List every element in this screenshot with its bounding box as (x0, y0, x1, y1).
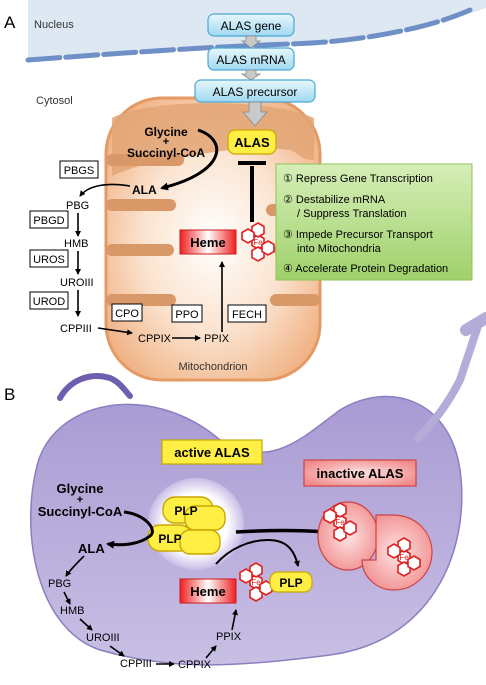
b-cppiii-label: CPPIII (120, 658, 152, 670)
uroiii-label: UROIII (60, 277, 94, 289)
cpo-box: CPO (111, 303, 143, 322)
svg-text:UROS: UROS (33, 254, 65, 266)
panel-a-label: A (4, 13, 16, 32)
mechanism-4: ④ Accelerate Protein Degradation (283, 263, 448, 275)
glycine-label: Glycine (144, 125, 188, 139)
b-plp-released: PLP (269, 571, 313, 593)
b-arrow-ala-to-pbg (65, 555, 85, 577)
b-heme-box: Heme (179, 578, 237, 604)
hmb-label: HMB (64, 238, 88, 250)
pbgd-box: PBGD (29, 210, 69, 229)
alas-mrna-label: ALAS mRNA (216, 53, 285, 67)
arrow-to-ala (160, 128, 219, 191)
b-succinyl-coa-label: Succinyl-CoA (38, 504, 123, 519)
svg-text:active ALAS: active ALAS (174, 445, 250, 460)
svg-text:PPO: PPO (175, 309, 199, 321)
b-cppix-label: CPPIX (178, 659, 212, 671)
b-heme-fe-icon: Fe (239, 562, 273, 602)
cppix-label: CPPIX (138, 333, 172, 345)
pbgs-box: PBGS (59, 160, 99, 179)
svg-text:inactive ALAS: inactive ALAS (317, 466, 404, 481)
active-alas-enzyme: PLP PLP (147, 496, 226, 555)
pbg-label: PBG (66, 200, 89, 212)
plp-label-1: PLP (174, 504, 197, 518)
cppiii-label: CPPIII (60, 323, 92, 335)
mechanism-2a: ② Destabilize mRNA (283, 194, 386, 206)
inactive-fe-icon-2: Fe (387, 537, 421, 577)
svg-text:CPO: CPO (115, 308, 139, 320)
cytosol-label: Cytosol (36, 95, 73, 107)
plus-label: + (163, 136, 169, 148)
b-plus-label: + (77, 494, 83, 506)
alas-gene-label: ALAS gene (221, 19, 282, 33)
inactive-fe-icon-1: Fe (323, 502, 357, 542)
alas-label: ALAS (234, 135, 270, 150)
succinyl-coa-label: Succinyl-CoA (127, 146, 205, 160)
b-arrow-ppix-to-heme (231, 609, 238, 631)
svg-text:Heme: Heme (190, 584, 225, 599)
nucleus-label: Nucleus (34, 19, 74, 31)
alas-mrna-box: ALAS mRNA (207, 47, 295, 71)
mechanism-3a: ③ Impede Precursor Transport (283, 229, 433, 241)
b-uroiii-label: UROIII (86, 632, 120, 644)
b-glycine-label: Glycine (57, 481, 104, 496)
uros-box: UROS (29, 249, 69, 268)
svg-text:PBGD: PBGD (33, 215, 64, 227)
ala-label: ALA (132, 183, 157, 197)
b-arrow-to-ala (106, 510, 154, 549)
alas-precursor-box: ALAS precursor (194, 79, 316, 103)
arrow-mrna-to-precursor (240, 69, 262, 81)
b-arrow-hmb-to-uroiii (79, 618, 93, 631)
mitochondrion-label: Mitochondrion (178, 361, 247, 373)
ppix-label: PPIX (204, 333, 230, 345)
arrow-cppiii-to-cppix (97, 327, 133, 336)
heme-box: Heme (179, 229, 237, 255)
svg-text:PBGS: PBGS (64, 165, 95, 177)
svg-text:Fe: Fe (399, 553, 409, 562)
cell-stalk (414, 322, 482, 442)
arrow-ala-to-pbg (79, 183, 131, 197)
b-fe-label: Fe (251, 578, 261, 587)
b-arrow-cppix-to-ppix (205, 645, 217, 659)
mechanism-2b: / Suppress Translation (297, 208, 406, 220)
svg-text:FECH: FECH (232, 309, 262, 321)
arrow-heme-binding (215, 538, 300, 567)
plp-label-2: PLP (158, 532, 181, 546)
svg-text:UROD: UROD (33, 296, 65, 308)
cell-tail (57, 373, 133, 401)
alas-precursor-label: ALAS precursor (213, 85, 298, 99)
b-pbg-label: PBG (48, 578, 71, 590)
alas-gene-box: ALAS gene (207, 13, 295, 37)
fe-label: Fe (253, 238, 263, 247)
arrow-precursor-import (242, 101, 268, 127)
mechanism-1: ① Repress Gene Transcription (283, 173, 433, 185)
svg-text:PLP: PLP (279, 576, 302, 590)
urod-box: UROD (29, 291, 69, 310)
arrow-active-to-inactive (235, 527, 328, 536)
mechanism-3b: into Mitochondria (297, 243, 382, 255)
b-arrow-pbg-to-hmb (63, 591, 71, 605)
b-arrow-uroiii-to-cppiii (109, 645, 125, 657)
mechanism-box: ① Repress Gene Transcription ② Destabili… (275, 163, 473, 281)
heme-label: Heme (190, 235, 225, 250)
inactive-alas-enzyme: Fe Fe (317, 501, 433, 591)
svg-text:Fe: Fe (335, 518, 345, 527)
b-ppix-label: PPIX (216, 631, 242, 643)
b-hmb-label: HMB (60, 605, 84, 617)
active-alas-label-box: active ALAS (161, 439, 263, 465)
b-ala-label: ALA (78, 541, 105, 556)
heme-fe-icon: Fe (241, 222, 275, 262)
panel-b-label: B (4, 385, 15, 404)
inactive-alas-label-box: inactive ALAS (303, 459, 417, 487)
alas-enzyme-box: ALAS (227, 129, 277, 155)
arrow-gene-to-mrna (240, 35, 262, 49)
ppo-box: PPO (171, 304, 203, 323)
fech-box: FECH (227, 304, 267, 323)
